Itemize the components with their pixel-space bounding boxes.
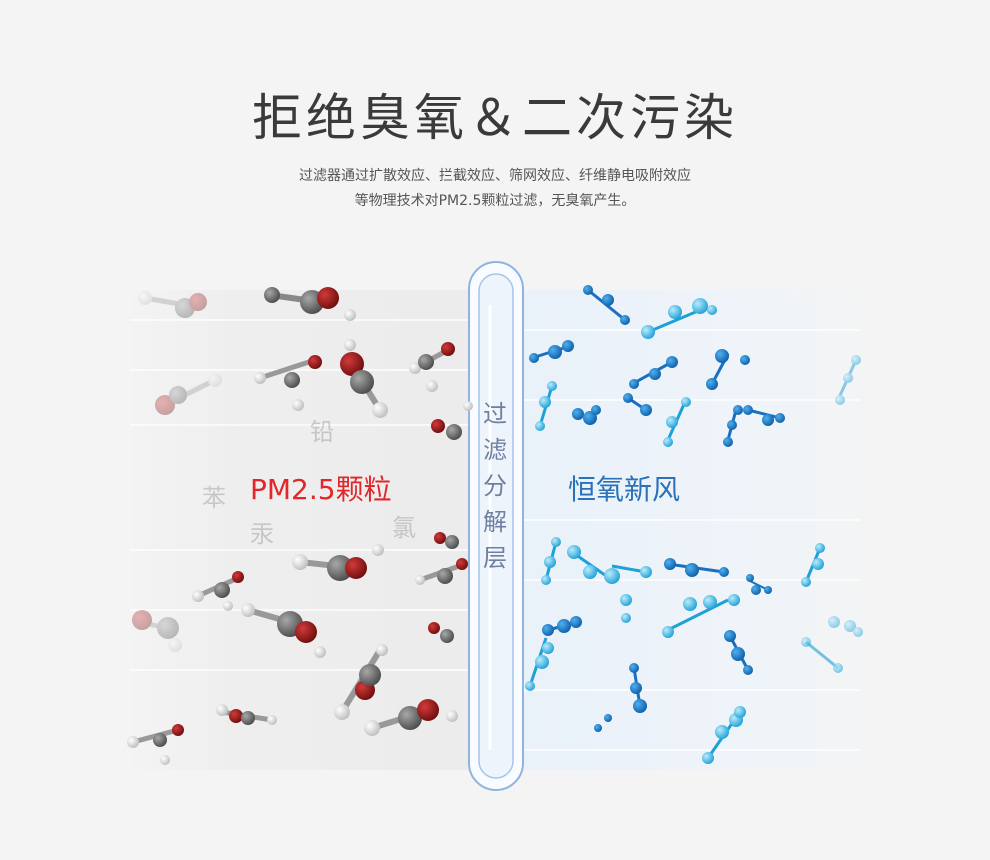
filter-layer-label: 过 滤 分 解 层 bbox=[480, 398, 510, 574]
pollutant-molecules bbox=[127, 287, 473, 765]
subtitle: 过滤器通过扩散效应、拦截效应、筛网效应、纤维静电吸附效应 等物理技术对PM2.5… bbox=[0, 164, 990, 214]
filter-illustration: 铅 苯 汞 氯 PM2.5颗粒 恒氧新风 过 滤 分 解 层 bbox=[0, 250, 990, 810]
pm25-label: PM2.5颗粒 bbox=[250, 473, 392, 506]
chlorine-label: 氯 bbox=[392, 514, 416, 542]
filter-layer-char: 层 bbox=[483, 544, 507, 572]
right-haze bbox=[515, 290, 875, 770]
illustration-graphic bbox=[120, 261, 875, 791]
fresh-air-molecules bbox=[525, 285, 863, 764]
subtitle-line-1: 过滤器通过扩散效应、拦截效应、筛网效应、纤维静电吸附效应 bbox=[299, 168, 691, 184]
benzene-label: 苯 bbox=[202, 484, 226, 512]
mercury-label: 汞 bbox=[250, 520, 274, 548]
filter-layer-char: 过 bbox=[483, 400, 507, 428]
subtitle-line-2: 等物理技术对PM2.5颗粒过滤，无臭氧产生。 bbox=[354, 193, 636, 209]
filter-layer-char: 解 bbox=[483, 508, 507, 536]
page-title: 拒绝臭氧＆二次污染 bbox=[252, 89, 738, 147]
filter-layer-char: 滤 bbox=[483, 436, 507, 464]
fresh-air-label: 恒氧新风 bbox=[568, 473, 681, 506]
lead-label: 铅 bbox=[310, 418, 334, 446]
filter-layer-capsule bbox=[468, 261, 524, 791]
filter-layer-char: 分 bbox=[483, 472, 507, 500]
